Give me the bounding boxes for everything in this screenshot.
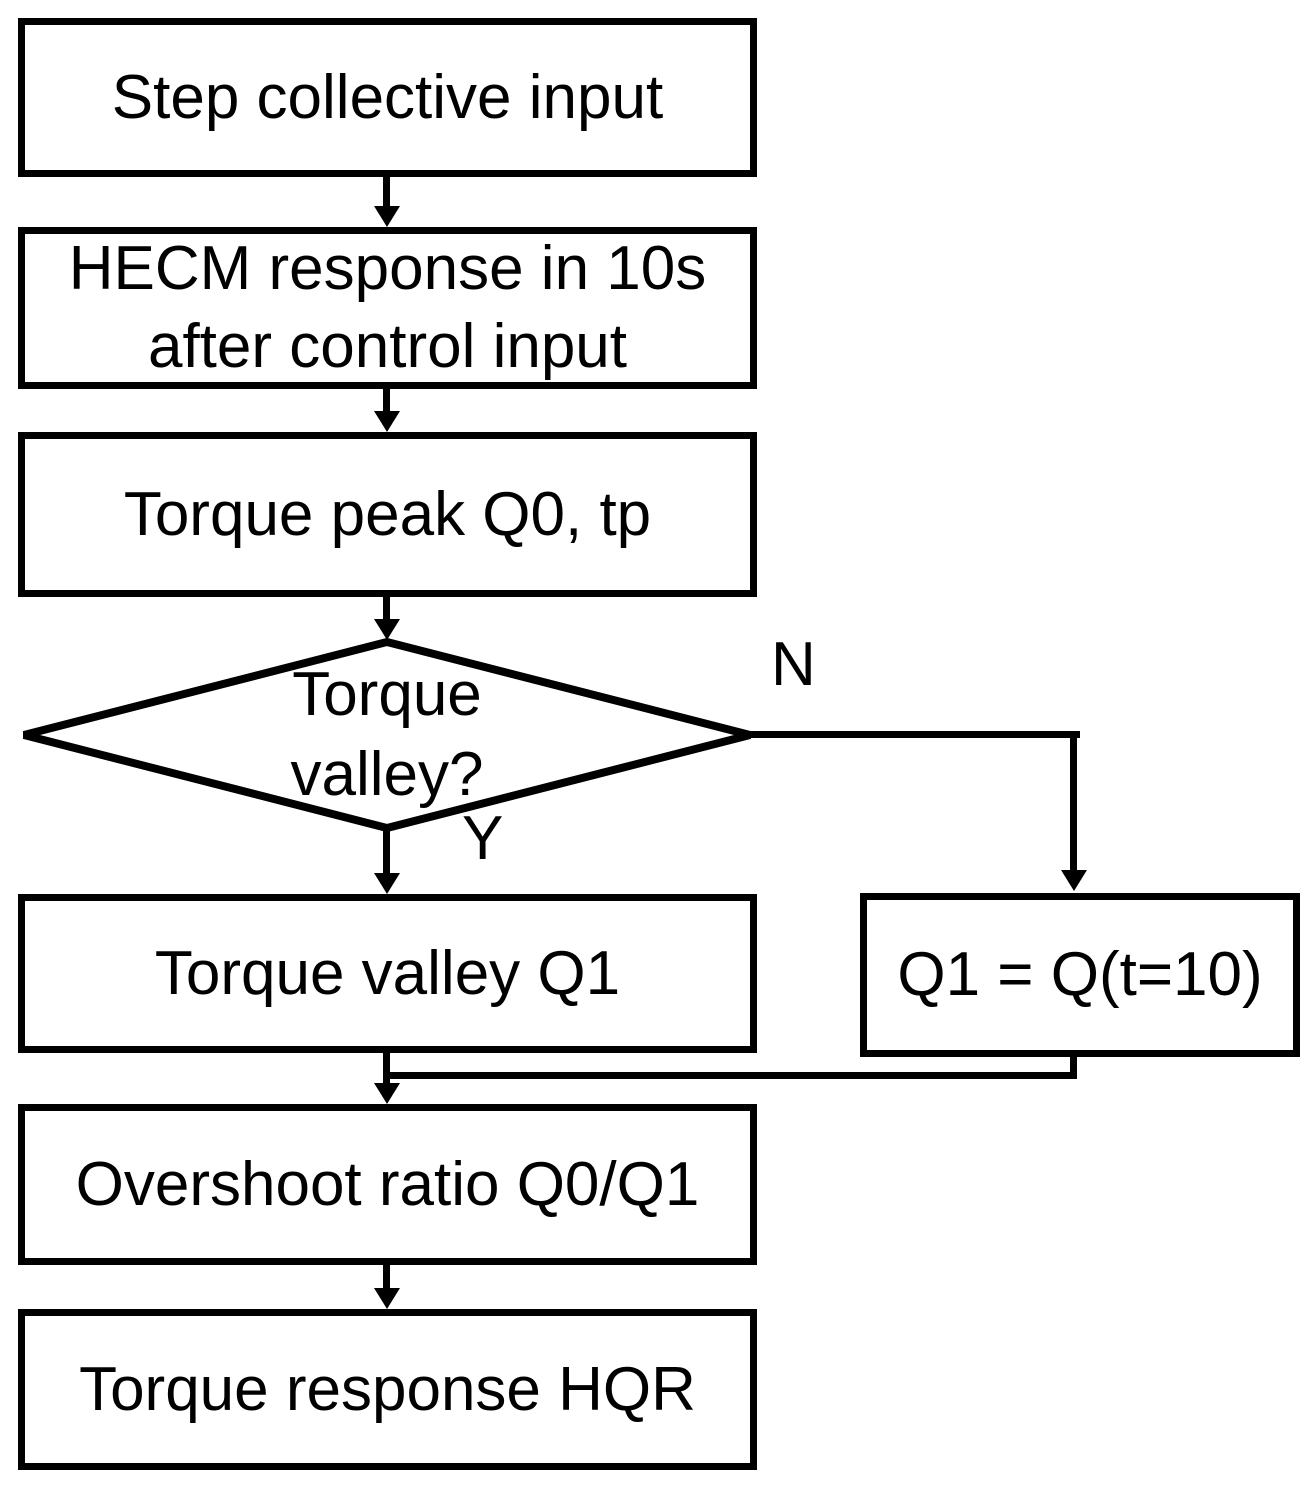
node-torque-response-hqr-label: Torque response HQR xyxy=(79,1354,696,1424)
edge-q1-merge-vline xyxy=(1070,1057,1077,1079)
decision-diamond-label-line-2: valley? xyxy=(290,740,484,809)
edge-valley-to-overshoot-arrowhead xyxy=(374,1083,400,1104)
node-hecm-response-line-2: after control input xyxy=(147,312,628,381)
node-torque-response-hqr: Torque response HQR xyxy=(18,1309,757,1470)
edge-step-to-hecm-line xyxy=(383,177,390,209)
node-hecm-response-line-1: HECM response in 10s xyxy=(68,234,707,303)
node-hecm-response: HECM response in 10s after control input xyxy=(18,227,757,389)
edge-decision-no-hline xyxy=(750,731,1080,738)
edge-decision-no-arrowhead xyxy=(1061,870,1087,891)
edge-peak-to-decision-arrowhead xyxy=(374,619,400,640)
edge-hecm-to-peak-arrowhead xyxy=(374,411,400,432)
edge-overshoot-to-hqr-arrowhead xyxy=(374,1288,400,1309)
edge-decision-yes-arrowhead xyxy=(374,873,400,894)
node-torque-peak-label: Torque peak Q0, tp xyxy=(123,479,652,549)
node-step-collective-input: Step collective input xyxy=(18,18,757,177)
decision-diamond-label: Torque valley? xyxy=(20,638,754,832)
edge-no-label: N xyxy=(771,630,816,699)
node-torque-valley-q1: Torque valley Q1 xyxy=(18,894,757,1053)
edge-step-to-hecm-arrowhead xyxy=(374,206,400,227)
node-q1-equals-qt10-label: Q1 = Q(t=10) xyxy=(897,940,1263,1009)
node-overshoot-ratio-label: Overshoot ratio Q0/Q1 xyxy=(75,1149,700,1219)
edge-overshoot-to-hqr-line xyxy=(383,1265,390,1291)
node-overshoot-ratio: Overshoot ratio Q0/Q1 xyxy=(18,1104,757,1265)
decision-diamond-label-line-1: Torque xyxy=(292,660,482,729)
node-step-collective-input-label: Step collective input xyxy=(111,62,664,132)
node-q1-equals-qt10: Q1 = Q(t=10) xyxy=(860,893,1300,1057)
edge-valley-to-overshoot-line xyxy=(383,1053,390,1086)
node-torque-valley-q1-label: Torque valley Q1 xyxy=(154,938,621,1008)
edge-decision-yes-line xyxy=(383,828,390,875)
node-torque-peak: Torque peak Q0, tp xyxy=(18,432,757,597)
edge-q1-merge-hline xyxy=(386,1072,1077,1079)
edge-hecm-to-peak-line xyxy=(383,389,390,413)
edge-decision-no-vline xyxy=(1070,731,1077,872)
edge-peak-to-decision-line xyxy=(383,597,390,621)
edge-yes-label: Y xyxy=(462,804,504,873)
